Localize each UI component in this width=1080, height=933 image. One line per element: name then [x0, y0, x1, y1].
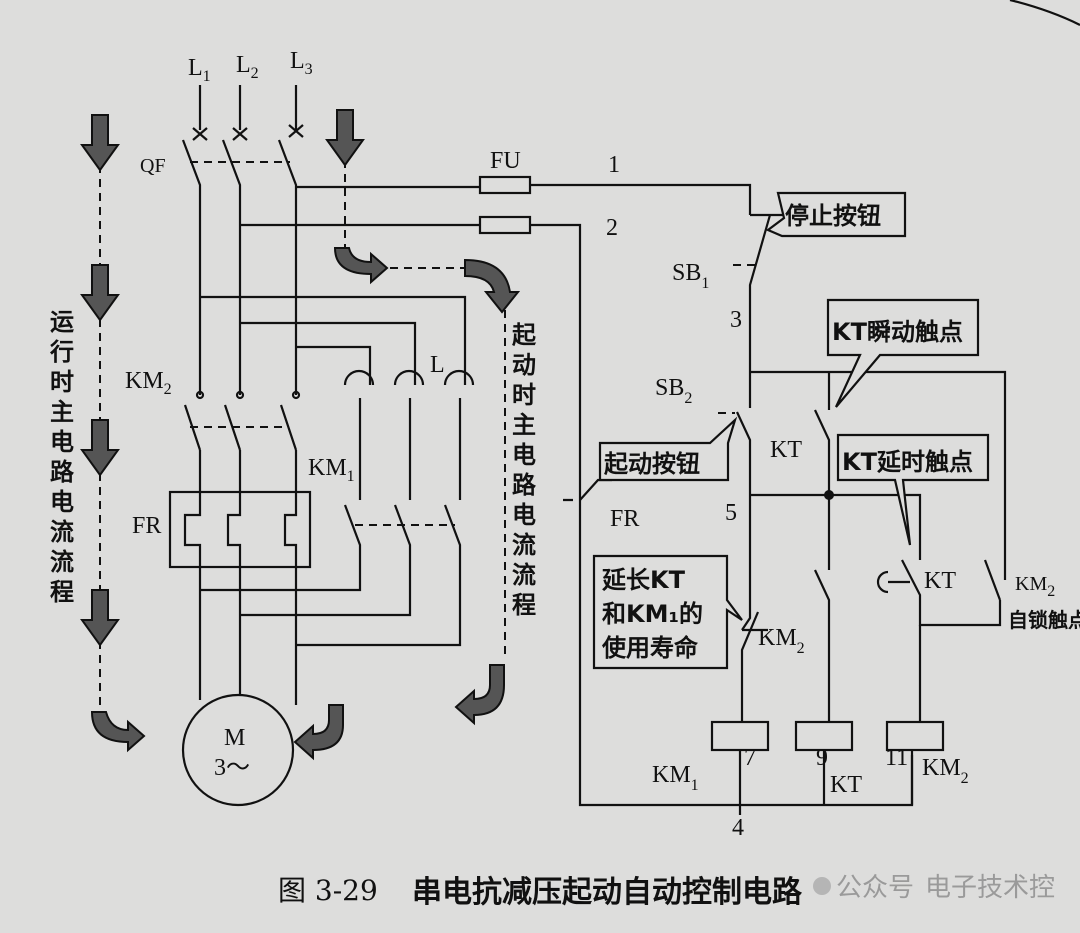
callout-kt-delay-text: KT延时触点	[842, 448, 973, 476]
label-fr-ctrl: FR	[610, 506, 639, 532]
callout-kt-delay	[836, 433, 990, 546]
run-flow-char: 行	[49, 338, 74, 366]
down-arrow-icon	[80, 114, 120, 172]
callout-kt-inst-text: KT瞬动触点	[832, 318, 963, 346]
label-qf: QF	[140, 155, 166, 177]
run-flow-char: 流	[50, 548, 74, 576]
down-arrow-icon	[80, 589, 120, 647]
fuse-2	[478, 215, 532, 235]
curved-arrow-icon	[90, 711, 146, 753]
watermark-logo-icon	[813, 877, 831, 895]
fuse-1	[478, 175, 532, 195]
start-flow-char: 动	[512, 351, 536, 379]
label-kt-delay: KT	[924, 568, 956, 594]
km2-self-lock-text: 自锁触点	[1008, 608, 1080, 632]
start-flow-char: 电	[512, 501, 536, 529]
node-7: 7	[744, 745, 756, 771]
down-arrow-icon	[80, 419, 120, 477]
flow-arrows	[80, 109, 521, 761]
run-flow-char: 程	[50, 578, 74, 606]
label-sb1: SB1	[672, 260, 709, 292]
down-arrow-icon	[80, 264, 120, 322]
label-coil-kt: KT	[830, 772, 862, 798]
page-edge	[1009, 0, 1080, 26]
run-flow-char: 电	[50, 428, 74, 456]
label-motor-phase: 3～	[214, 755, 250, 781]
label-km2-nc: KM2	[758, 625, 805, 657]
node-numbers: 1 2 3 5 7 9 11 4	[606, 152, 908, 841]
figure-title: 串电抗减压起动自动控制电路	[412, 875, 803, 910]
run-flow-char: 电	[50, 488, 74, 516]
coil-km2	[885, 720, 945, 752]
label-l3: L3	[290, 48, 313, 78]
start-flow-text: 起 动 时 主 电 路 电 流 流 程	[511, 321, 537, 619]
node-3: 3	[730, 307, 742, 333]
callout-extend-line2: 和KM₁的	[602, 600, 703, 628]
start-flow-char: 起	[511, 321, 537, 349]
run-flow-char: 时	[50, 368, 74, 396]
callout-stop	[765, 191, 907, 238]
label-motor: M	[224, 725, 245, 751]
callout-start	[598, 416, 738, 482]
callout-extend-line3: 使用寿命	[601, 634, 699, 662]
node-9: 9	[816, 745, 828, 771]
node-11: 11	[885, 745, 908, 771]
callout-kt-inst	[826, 298, 980, 408]
label-coil-km1: KM1	[652, 762, 699, 794]
callout-extend	[592, 554, 743, 670]
start-flow-char: 流	[512, 561, 536, 589]
label-fu: FU	[490, 148, 521, 174]
control-circuit	[563, 213, 1007, 815]
label-l2: L2	[236, 52, 259, 82]
curved-arrow-icon	[293, 704, 344, 761]
callout-start-text: 起动按钮	[603, 450, 700, 478]
x-mark-icon	[192, 124, 304, 141]
label-kt-inst: KT	[770, 437, 802, 463]
start-flow-char: 流	[512, 531, 536, 559]
curved-arrow-icon	[464, 258, 521, 314]
run-flow-char: 流	[50, 518, 74, 546]
curved-arrow-icon	[454, 664, 505, 726]
start-flow-char: 时	[512, 381, 536, 409]
coil-km1	[710, 720, 770, 752]
node-2: 2	[606, 215, 618, 241]
coil-kt	[794, 720, 854, 752]
label-fr-main: FR	[132, 513, 161, 539]
callout-stop-text: 停止按钮	[785, 202, 881, 230]
node-4: 4	[732, 815, 744, 841]
run-flow-text: 运 行 时 主 电 路 电 流 流 程	[49, 308, 75, 606]
label-km2-main: KM2	[125, 368, 172, 398]
motor	[181, 693, 295, 807]
watermark-name: 电子技术控	[925, 873, 1055, 903]
callouts: 停止按钮 KT瞬动触点 起动按钮 KT延时触点 延长KT 和KM₁的 使用寿命 …	[592, 191, 1080, 670]
label-coil-km2: KM2	[922, 755, 969, 787]
watermark-prefix: 公众号	[836, 873, 914, 903]
down-arrow-icon	[325, 109, 365, 167]
callout-extend-line1: 延长KT	[601, 566, 686, 594]
junction-dot	[824, 490, 834, 500]
start-flow-char: 主	[512, 411, 536, 439]
label-reactor: L	[430, 352, 445, 378]
figure-number: 图 3-29	[278, 874, 378, 907]
run-flow-char: 主	[50, 398, 74, 426]
component-labels: L1 L2 L3 QF FU KM2 KM1 L FR M 3～ SB1 SB2…	[125, 48, 1055, 798]
label-sb2: SB2	[655, 375, 692, 407]
run-flow-char: 路	[50, 458, 75, 486]
node-5: 5	[725, 500, 737, 526]
run-flow-char: 运	[50, 308, 74, 336]
label-l1: L1	[188, 55, 211, 85]
curved-arrow-icon	[333, 247, 389, 285]
node-1: 1	[608, 152, 620, 178]
label-km1-main: KM1	[308, 455, 355, 485]
label-km2-self: KM2	[1015, 573, 1055, 600]
start-flow-char: 程	[512, 591, 536, 619]
start-flow-char: 电	[512, 441, 536, 469]
start-flow-char: 路	[512, 471, 537, 499]
